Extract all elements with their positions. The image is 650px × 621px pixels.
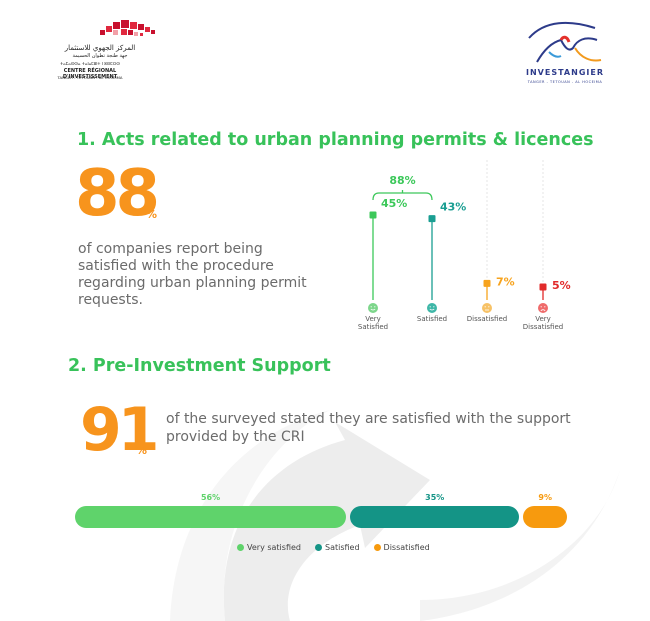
- legend-label: Very satisfied: [247, 543, 301, 552]
- lollipop-head: [483, 279, 491, 287]
- investangier-name: INVESTANGIER: [526, 68, 604, 77]
- cri-arabic-text-2: جهة طنجة تطوان الحسيمة: [72, 53, 128, 59]
- category-label: Very: [535, 315, 551, 323]
- legend-item: Satisfied: [314, 543, 360, 552]
- face-eye: [540, 306, 542, 308]
- category-label: Satisfied: [417, 315, 447, 323]
- value-label: 43%: [440, 201, 466, 214]
- section2-description: of the surveyed stated they are satisfie…: [166, 411, 571, 445]
- lollipop-head: [369, 211, 377, 219]
- investangier-logo: INVESTANGIER TANGER - TETOUAN - AL HOCEI…: [515, 18, 615, 98]
- lollipop-head: [539, 283, 547, 291]
- legend-dot: [237, 544, 244, 551]
- value-label: 5%: [552, 279, 571, 292]
- legend-item: Very satisfied: [237, 543, 301, 552]
- lollipop-head: [428, 215, 436, 223]
- category-label: Satisfied: [358, 323, 388, 331]
- cri-name: CENTRE RÉGIONAL D'INVESTISSEMENT: [62, 68, 118, 80]
- cri-logo: المركز الجهوي للاستثمار جهة طنجة تطوان ا…: [40, 20, 155, 90]
- section2-big-number: 91: [80, 395, 159, 465]
- face-mouth: [429, 308, 435, 311]
- cri-mosaic-icon: [100, 20, 155, 36]
- bar-value-label: 35%: [425, 493, 445, 502]
- section1-big-number: 88: [75, 157, 160, 231]
- face-eye: [370, 306, 372, 308]
- section1-percent-sign: %: [146, 208, 158, 221]
- bar-value-label: 9%: [538, 493, 553, 502]
- sad-face-icon: [538, 303, 548, 313]
- section2-percent-sign: %: [136, 444, 148, 457]
- category-label: Dissatisfied: [467, 315, 507, 323]
- bracket-label: 88%: [389, 174, 415, 187]
- category-label: Very: [365, 315, 381, 323]
- face-eye: [433, 306, 435, 308]
- satisfaction-lollipop-chart: 45%VerySatisfied43%Satisfied7%Dissatisfi…: [358, 160, 571, 331]
- section2-title: 2. Pre-Investment Support: [68, 356, 331, 376]
- value-label: 7%: [496, 275, 515, 288]
- bar-segment: [523, 506, 567, 528]
- bar-segment: [350, 506, 520, 528]
- value-label: 45%: [381, 197, 407, 210]
- cri-region: TANGER - TÉTOUAN - AL HOCEIMA: [57, 75, 123, 80]
- face-eye: [484, 306, 486, 308]
- legend-label: Satisfied: [324, 543, 360, 552]
- face-eye: [429, 306, 431, 308]
- section1-title: 1. Acts related to urban planning permit…: [77, 130, 594, 150]
- legend-item: Dissatisfied: [373, 543, 430, 552]
- neutral-face-icon: [482, 303, 492, 313]
- face-mouth: [540, 309, 546, 312]
- face-mouth: [370, 308, 376, 311]
- face-eye: [488, 306, 490, 308]
- legend-dot: [314, 544, 322, 551]
- bar-value-label: 56%: [200, 493, 221, 502]
- category-label: Dissatisfied: [523, 323, 563, 331]
- cri-arabic-text: المركز الجهوي للاستثمار: [64, 44, 136, 52]
- investangier-subtitle: TANGER - TETOUAN - AL HOCEIMA: [527, 80, 603, 84]
- face-eye: [374, 306, 376, 308]
- bar-segment: [75, 506, 347, 528]
- smile-icon: [427, 303, 437, 313]
- legend-dot: [373, 544, 381, 551]
- smile-icon: [368, 303, 378, 313]
- section1-description: of companies report being satisfied with…: [78, 241, 307, 308]
- investangier-mark-icon: [528, 21, 602, 63]
- legend-label: Dissatisfied: [383, 543, 430, 552]
- cri-tifinagh-text: ⵜⴰⵎⴰⵙⵙⴰ ⵜⴰⵏⴰⵎⵓⵏⵜ ⵏ ⵓⵙⵎⵔⵙ: [60, 61, 120, 66]
- chart-legend: Very satisfied Satisfied Dissatisfied: [237, 543, 430, 552]
- face-eye: [544, 306, 546, 308]
